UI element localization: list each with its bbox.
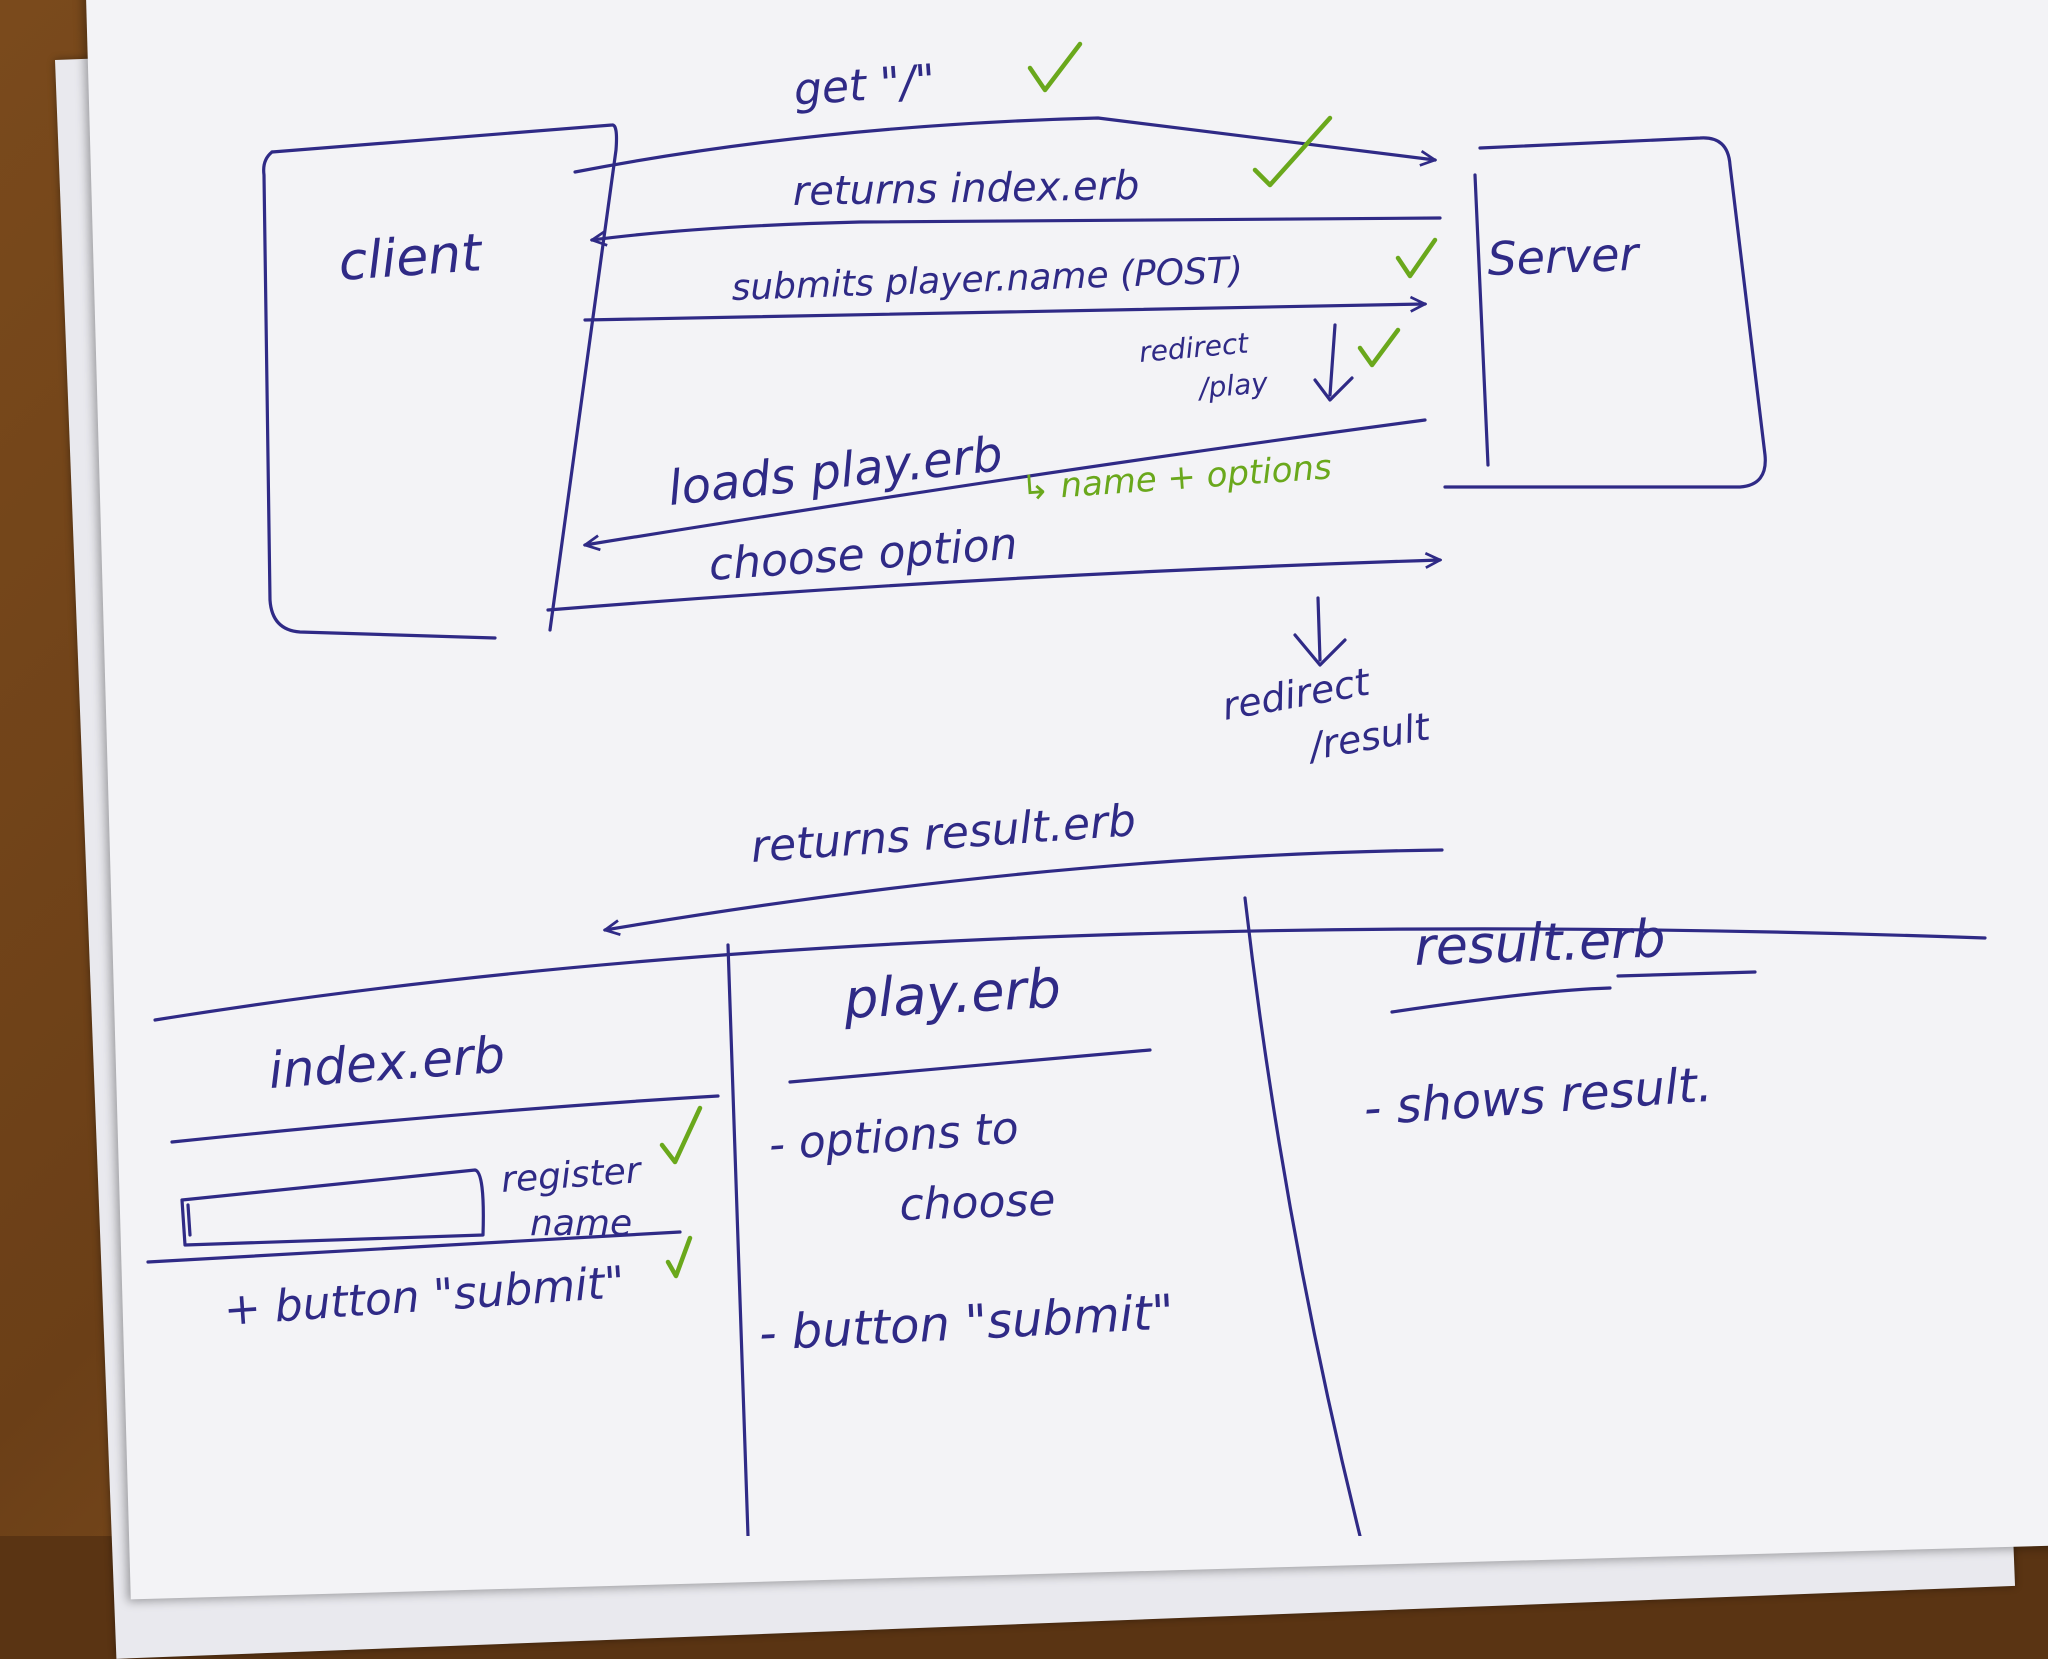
index-input-cursor: [186, 1203, 192, 1237]
name-options-note: ↳ name + options: [1020, 447, 1333, 509]
server-label: Server: [1486, 227, 1642, 286]
get-label: get "/": [792, 55, 937, 116]
arrow-returns-result: [605, 848, 1444, 930]
arrow-redirect-play: [1313, 323, 1354, 402]
arrow-choose: [546, 560, 1440, 612]
server-box: [1443, 136, 1767, 489]
result-title: result.erb: [1413, 909, 1666, 978]
check-mark-icon: [1395, 237, 1438, 279]
pages-divider-1: [726, 943, 750, 1536]
arrow-loads-play: [585, 418, 1427, 545]
client-label: client: [337, 223, 485, 293]
pages-top-line: [153, 927, 1987, 1022]
pages-divider-2: [1243, 896, 1362, 1536]
index-button: + button "submit": [222, 1257, 626, 1336]
play-title: play.erb: [841, 957, 1062, 1031]
play-button: - button "submit": [758, 1284, 1175, 1362]
play-options-1: - options to: [767, 1103, 1020, 1171]
index-underline: [170, 1094, 720, 1144]
index-register-2: name: [530, 1203, 632, 1244]
play-options-2: choose: [899, 1175, 1057, 1231]
client-box: [262, 123, 619, 640]
index-input-box: [180, 1168, 485, 1247]
index-title: index.erb: [267, 1026, 507, 1100]
check-mark-icon: [665, 1235, 693, 1279]
arrow-submits: [583, 304, 1425, 322]
result-underline: [1390, 970, 1757, 1014]
redirect-play-label-2: /play: [1195, 366, 1270, 405]
arrow-get: [573, 116, 1435, 174]
loads-play-label: loads play.erb: [665, 426, 1005, 517]
submits-label: submits player.name (POST): [731, 250, 1244, 309]
returns-index-label: returns index.erb: [792, 163, 1140, 215]
redirect-play-label-1: redirect: [1138, 326, 1251, 368]
result-shows: - shows result.: [1362, 1057, 1714, 1137]
check-mark-icon: [1252, 115, 1333, 188]
returns-result-label: returns result.erb: [749, 795, 1137, 873]
index-register-1: register: [500, 1150, 644, 1201]
index-bottom-line: [146, 1230, 682, 1264]
play-underline: [788, 1048, 1152, 1084]
check-mark-icon: [659, 1105, 703, 1165]
hand-drawn-diagram: client Server get "/" returns index.erb …: [146, 41, 1987, 1536]
check-mark-icon: [1027, 41, 1083, 93]
check-mark-icon: [1357, 327, 1401, 368]
arrow-redirect-result: [1293, 596, 1347, 667]
arrow-returns-index: [592, 216, 1442, 240]
redirect-result-label-2: /result: [1303, 704, 1435, 769]
